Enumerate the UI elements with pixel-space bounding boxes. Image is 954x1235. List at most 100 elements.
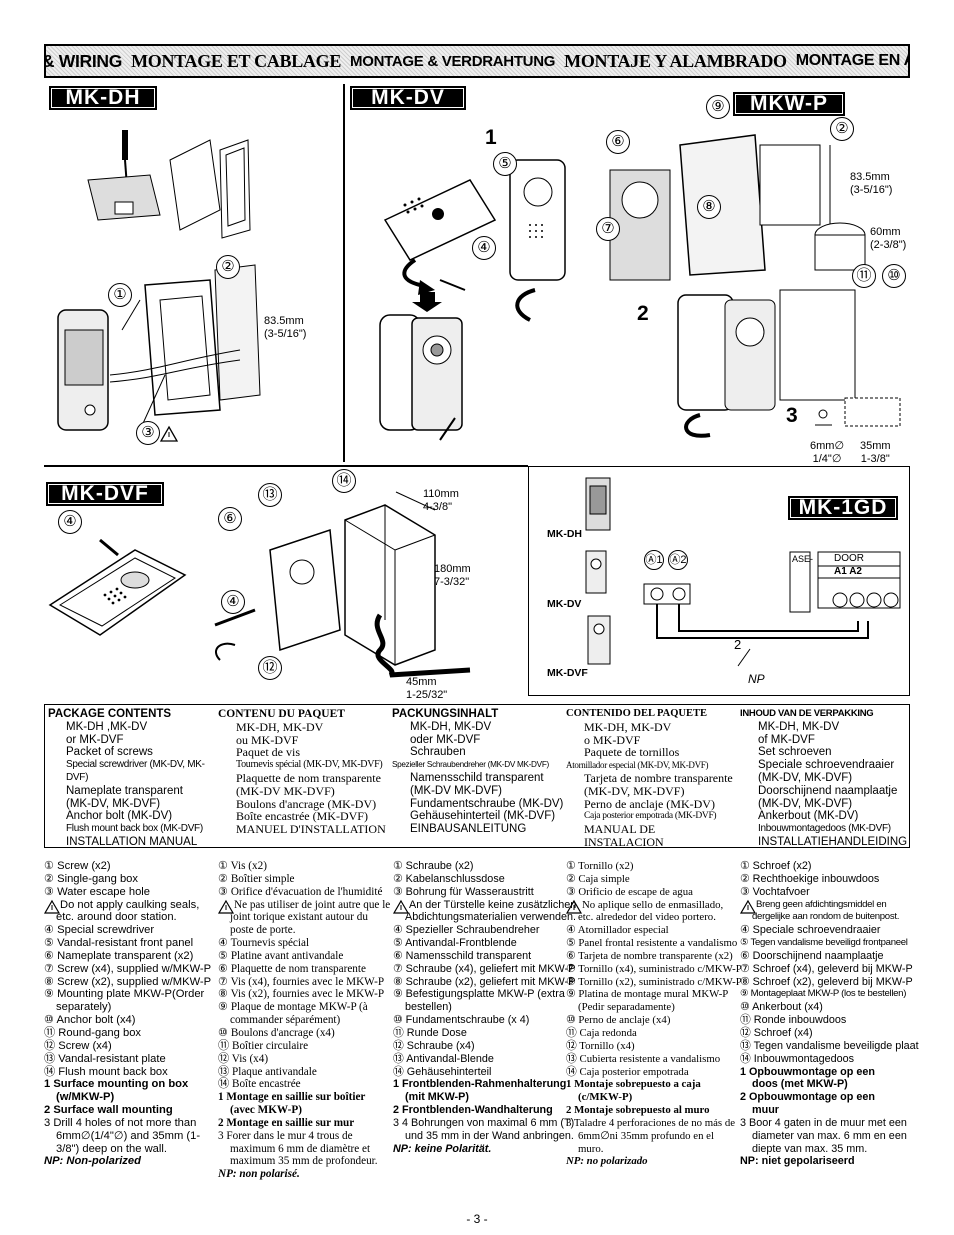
callout-2-wp: ② bbox=[830, 117, 854, 141]
part-nl: Breng geen afdichtingsmiddel en bbox=[756, 898, 887, 910]
package-fr-line: MK-DH, MK-DV bbox=[236, 719, 324, 734]
part-fr: ⑩ Boulons d'ancrage (x4) bbox=[218, 1026, 335, 1039]
callout-13: ⑬ bbox=[258, 483, 282, 507]
part-nl: muur bbox=[752, 1104, 779, 1117]
parts-list-nl: ① Schroef (x2) ② Rechthoekige inbouwdoos… bbox=[740, 860, 919, 1168]
package-de-line: MK-DH, MK-DV bbox=[410, 720, 492, 733]
panel-divider-horizontal bbox=[44, 465, 528, 467]
warning-icon bbox=[217, 899, 235, 914]
parts-list-fr: ① Vis (x2) ② Boîtier simple ③ Orifice d'… bbox=[218, 860, 390, 1181]
gd-mkdvf-label: MK-DVF bbox=[547, 667, 588, 679]
part-de: ⑤ Antivandal-Frontblende bbox=[393, 937, 517, 950]
mkdv-label: MK-DV bbox=[350, 86, 466, 110]
step-1: 1 bbox=[485, 126, 497, 149]
part-en: ⑭ Flush mount back box bbox=[44, 1065, 168, 1078]
part-fr: maximum 6 mm de diamètre et bbox=[230, 1142, 371, 1155]
callout-10: ⑩ bbox=[882, 264, 906, 288]
package-en-line: MK-DH ,MK-DV bbox=[66, 720, 148, 733]
part-de: 3 4 Bohrungen von maximal 6 mm (T) bbox=[393, 1116, 575, 1129]
dvf-height-in: 7-3/32" bbox=[434, 576, 470, 588]
part-es: ⑫ Tornillo (x4) bbox=[566, 1039, 635, 1052]
part-nl: 2 Opbouwmontage op een bbox=[740, 1091, 875, 1104]
package-es-line: Paquete de tornillos bbox=[584, 745, 680, 760]
part-es: ⑥ Tarjeta de nombre transparente (x2) bbox=[566, 949, 733, 962]
part-de: und 35 mm in der Wand anbringen. bbox=[405, 1129, 574, 1142]
mkdvf-label: MK-DVF bbox=[46, 482, 164, 506]
part-nl: ⑥ Doorschijnend naamplaatje bbox=[740, 949, 884, 962]
part-fr: Ne pas utiliser de joint autre que le bbox=[234, 898, 391, 911]
part-fr: ⑪ Boîtier circulaire bbox=[218, 1039, 309, 1052]
part-fr: 2 Montage en saillie sur mur bbox=[218, 1116, 355, 1129]
step-3: 3 bbox=[786, 404, 798, 427]
part-de: NP: keine Polarität. bbox=[393, 1142, 492, 1155]
wp-dim-depth: 60mm (2-3/8") bbox=[870, 226, 906, 252]
dvf-depth-mm: 45mm bbox=[406, 676, 437, 688]
callout-9: ⑨ bbox=[706, 95, 730, 119]
package-fr-line: Paquet de vis bbox=[236, 745, 300, 760]
package-es-line: o MK-DVF bbox=[584, 732, 641, 747]
part-de: ⑨ Befestigungsplatte MKW-P (extra bbox=[393, 988, 565, 1001]
part-nl: ④ Speciale schroevendraaier bbox=[740, 924, 881, 937]
part-en: separately) bbox=[56, 1001, 112, 1014]
package-de-line: Gehäusehinterteil (MK-DVF) bbox=[410, 810, 556, 823]
package-es-special: Atornillador especial (MK-DV, MK-DVF) bbox=[566, 760, 709, 771]
callout-5: ⑤ bbox=[493, 152, 517, 176]
gd-ase-label: ASE- bbox=[792, 554, 814, 564]
mkwp-label: MKW-P bbox=[733, 92, 845, 116]
parts-list-en: ① Screw (x2) ② Single-gang box ③ Water e… bbox=[44, 860, 216, 1168]
wp-depth-mm: 60mm bbox=[870, 226, 901, 238]
part-es: (Pedir separadamente) bbox=[578, 1001, 675, 1014]
hole-dia-in: 1/4"∅ bbox=[812, 453, 842, 465]
callout-2-dh: ② bbox=[216, 255, 240, 279]
part-fr: ⑬ Plaque antivandale bbox=[218, 1065, 317, 1078]
package-en-manual: INSTALLATION MANUAL bbox=[66, 835, 198, 848]
part-nl: ⑨ Montageplaat MKW-P (los te bestellen) bbox=[740, 988, 907, 1000]
part-fr: ⑭ Boîte encastrée bbox=[218, 1078, 301, 1091]
gd-mkdv-label: MK-DV bbox=[547, 598, 582, 610]
part-en: ⑧ Screw (x2), supplied w/MKW-P bbox=[44, 975, 212, 988]
part-fr: ⑫ Vis (x4) bbox=[218, 1052, 269, 1065]
banner-title-nl: MONTAGE EN AANSLUITING bbox=[795, 52, 908, 69]
part-es: ⑬ Cubierta resistente a vandalismo bbox=[566, 1052, 721, 1065]
package-en-line: Nameplate transparent bbox=[66, 784, 183, 797]
part-es: ③ Orificio de escape de agua bbox=[566, 885, 693, 898]
part-en: ⑥ Nameplate transparent (x2) bbox=[44, 949, 194, 962]
part-fr: poste de porte. bbox=[230, 924, 296, 937]
part-es: ⑪ Caja redonda bbox=[566, 1026, 637, 1039]
part-de: ⑬ Antivandal-Blende bbox=[393, 1052, 494, 1065]
part-en: ⑦ Screw (x4), supplied w/MKW-P bbox=[44, 962, 212, 975]
callout-3-dh: ③ bbox=[136, 421, 160, 445]
hole-dim-1: 6mm∅ 1/4"∅ bbox=[810, 440, 844, 466]
dvf-dim-height: 180mm 7-3/32" bbox=[434, 563, 471, 589]
part-nl: 1 Opbouwmontage op een bbox=[740, 1065, 875, 1078]
mkdh-label: MK-DH bbox=[49, 86, 157, 110]
part-nl: ⑬ Tegen vandalisme beveiligde plaat bbox=[740, 1039, 919, 1052]
part-es: 3 Taladre 4 perforaciones de no más de bbox=[566, 1116, 736, 1129]
callout-4b-dvf: ④ bbox=[221, 590, 245, 614]
part-es: etc. alrededor del video portero. bbox=[578, 911, 716, 924]
part-es: ④ Atornillador especial bbox=[566, 924, 669, 937]
part-fr: ④ Tournevis spécial bbox=[218, 937, 310, 950]
part-fr: ① Vis (x2) bbox=[218, 860, 267, 872]
part-nl: ⑪ Ronde inbouwdoos bbox=[740, 1014, 847, 1027]
package-en-flush: Flush mount back box (MK-DVF) bbox=[66, 823, 203, 835]
part-de: ⑪ Runde Dose bbox=[393, 1026, 467, 1039]
dvf-dim-depth: 45mm 1-25/32" bbox=[406, 676, 447, 702]
part-fr: ⑦ Vis (x4), fournies avec le MKW-P bbox=[218, 975, 385, 988]
part-en: ③ Water escape hole bbox=[44, 885, 151, 898]
mkdvf-illustration bbox=[48, 491, 471, 678]
gd-np-label: NP bbox=[748, 672, 765, 686]
warning-icon bbox=[43, 899, 61, 914]
callout-6-dvf: ⑥ bbox=[218, 507, 242, 531]
callout-11: ⑪ bbox=[852, 264, 876, 288]
package-en-special: Special screwdriver (MK-DV, MK-DVF) bbox=[66, 759, 205, 783]
part-en: ⑪ Round-gang box bbox=[44, 1026, 142, 1039]
part-fr: maximum 35 mm de profondeur. bbox=[230, 1155, 378, 1168]
gd-door-label: DOOR bbox=[834, 553, 864, 564]
part-en: etc. around door station. bbox=[56, 911, 177, 924]
dvf-depth-in: 1-25/32" bbox=[406, 689, 448, 701]
callout-a1: Ⓐ1 bbox=[644, 550, 664, 570]
part-nl: ③ Vochtafvoer bbox=[740, 885, 810, 898]
part-en: ⑩ Anchor bolt (x4) bbox=[44, 1014, 136, 1027]
hole-depth-in: 1-3/8" bbox=[860, 453, 890, 465]
